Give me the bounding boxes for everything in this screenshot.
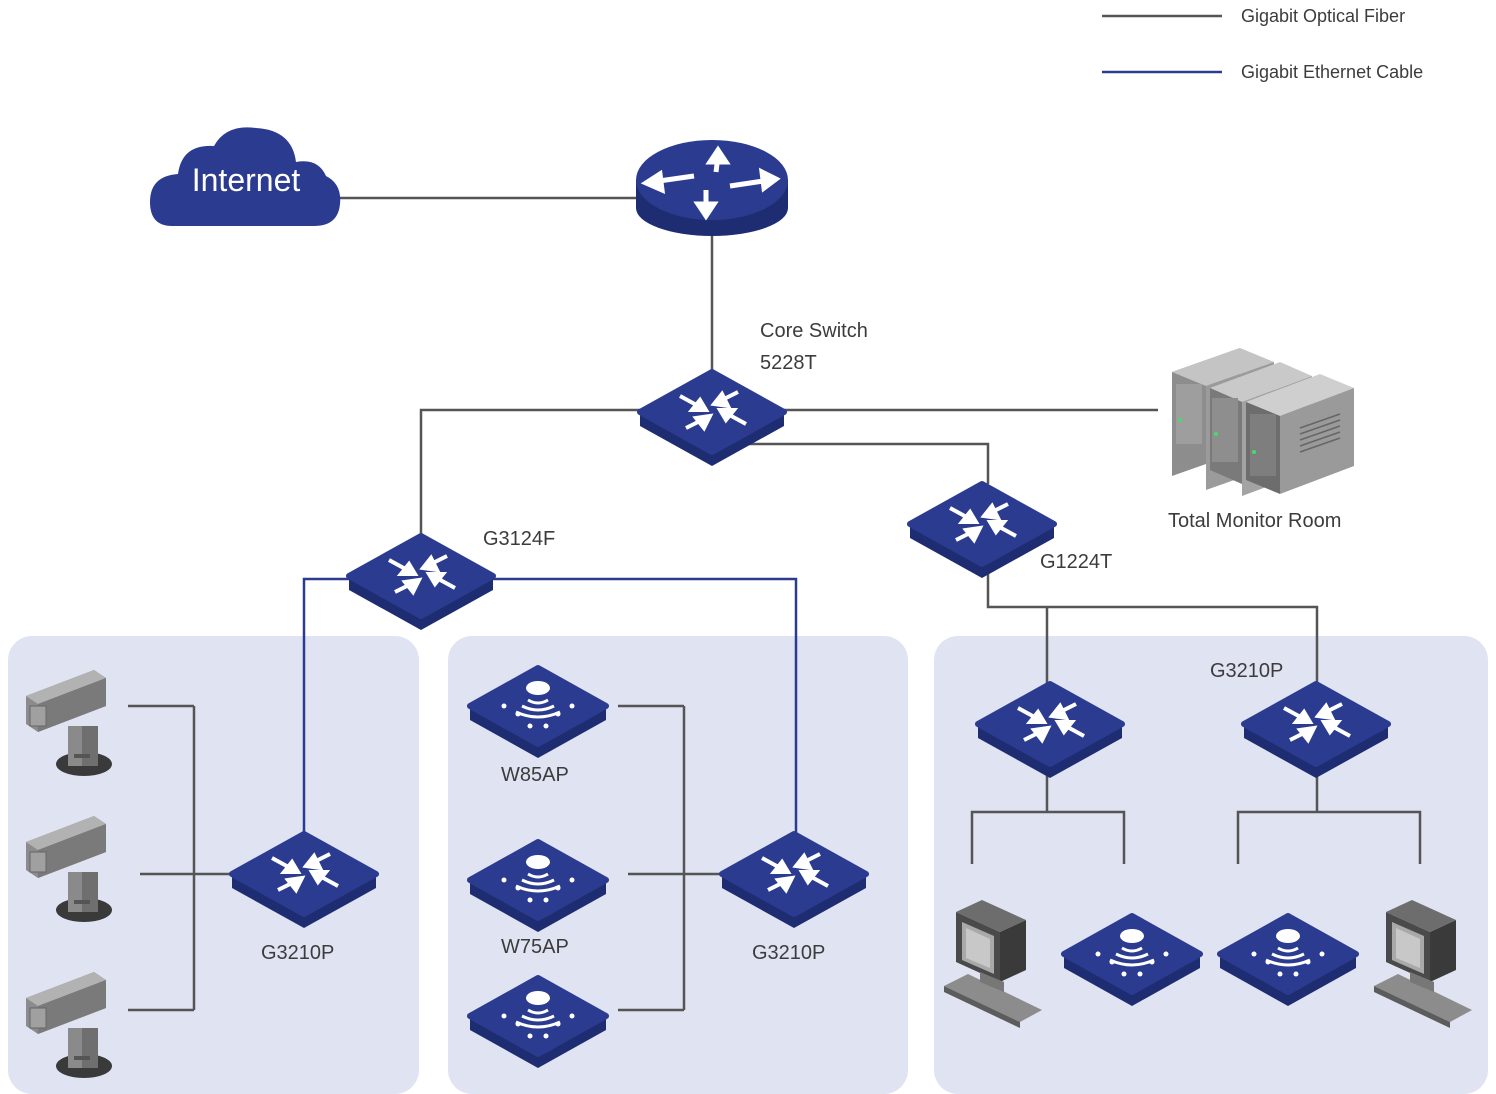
router: [636, 140, 788, 236]
g3124f-switch-icon: [349, 536, 493, 630]
w75ap-label: W75AP: [501, 936, 569, 958]
g3124f-label: G3124F: [483, 528, 556, 550]
core-switch-icon: [640, 372, 784, 466]
zone-cameras: [8, 636, 419, 1094]
zone-wireless: [448, 636, 908, 1094]
core-switch-model: 5228T: [760, 352, 817, 374]
ethernet-links: [302, 577, 798, 836]
server-label: Total Monitor Room: [1168, 510, 1342, 532]
g3210p-office-label: G3210P: [1210, 660, 1284, 682]
legend-ethernet-label: Gigabit Ethernet Cable: [1241, 62, 1424, 82]
internet-label: Internet: [192, 162, 301, 198]
g3210p-mid-label: G3210P: [752, 942, 826, 964]
legend-fiber-label: Gigabit Optical Fiber: [1241, 6, 1406, 26]
server-icon: [1172, 348, 1354, 496]
fiber-links: [128, 196, 1422, 1012]
g1224t-switch-icon: [910, 484, 1054, 578]
w85ap-label: W85AP: [501, 764, 569, 786]
g1224t-label: G1224T: [1040, 551, 1113, 573]
g3210p-left-label: G3210P: [261, 942, 335, 964]
internet-cloud: [150, 127, 341, 226]
core-switch-label: Core Switch: [760, 320, 868, 342]
